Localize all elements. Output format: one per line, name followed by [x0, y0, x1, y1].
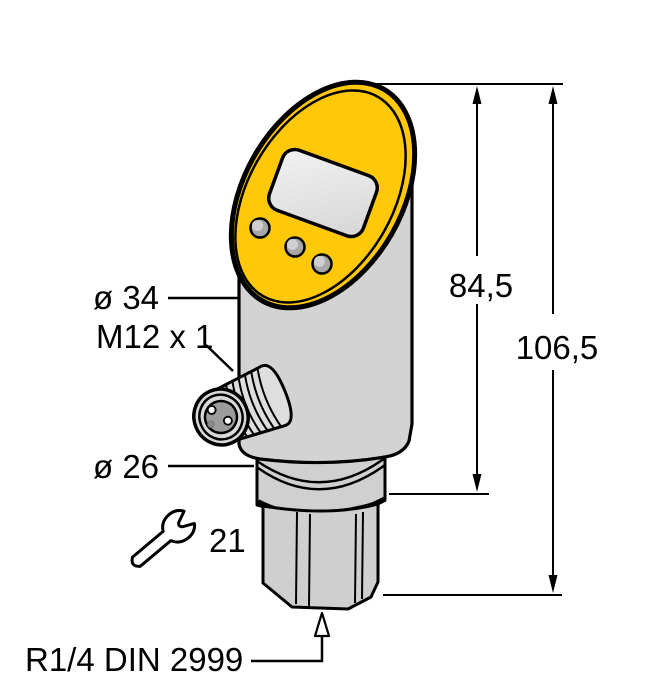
step-ring-line-1 [256, 457, 386, 484]
leader-process-connection [251, 635, 324, 663]
label-diameter-26: ø 26 [93, 448, 159, 485]
label-diameter-34: ø 34 [93, 279, 159, 316]
labels: ø 34 M12 x 1 ø 26 21 R1/4 DIN 2999 [25, 279, 331, 678]
head-inner-ring [234, 89, 407, 304]
hex-facet-line-2 [308, 513, 311, 608]
dim-845-value: 84,5 [449, 267, 513, 304]
connector-face-ring [198, 393, 244, 441]
button-2[interactable] [284, 236, 306, 258]
label-wrench-size: 21 [209, 522, 246, 559]
hex-facet-line-4 [361, 511, 364, 600]
hex-facet-line-1 [295, 511, 298, 605]
thread-line-5 [244, 374, 269, 432]
label-process-connection: R1/4 DIN 2999 [25, 641, 243, 678]
hex-section [261, 502, 380, 611]
thread-line-7 [256, 368, 282, 427]
connector-pin-2 [222, 415, 233, 426]
m12-connector [192, 363, 293, 447]
lcd-display [266, 147, 380, 239]
dimension-lines [368, 83, 563, 596]
label-m12-thread: M12 x 1 [96, 318, 213, 355]
dim-845-arrow-down [472, 474, 482, 492]
connector-pin-3 [207, 420, 215, 428]
thread-line-6 [250, 371, 275, 429]
dim-1065-value: 106,5 [516, 329, 599, 366]
button-3[interactable] [311, 253, 333, 275]
dim-1065-arrow-up [548, 86, 558, 104]
step-ring-line-2 [257, 464, 386, 491]
button-1[interactable] [249, 217, 271, 239]
hex-facet-line-3 [354, 513, 357, 604]
open-arrow-up-icon [313, 611, 331, 638]
hex-body [261, 502, 380, 611]
dim-1065-arrow-down [548, 575, 558, 593]
leader-m12-thread [205, 344, 234, 372]
dim-845-arrow-up [472, 86, 482, 104]
connector-pin-1 [206, 405, 217, 415]
display-head [228, 79, 418, 311]
wrench-icon [130, 508, 197, 568]
